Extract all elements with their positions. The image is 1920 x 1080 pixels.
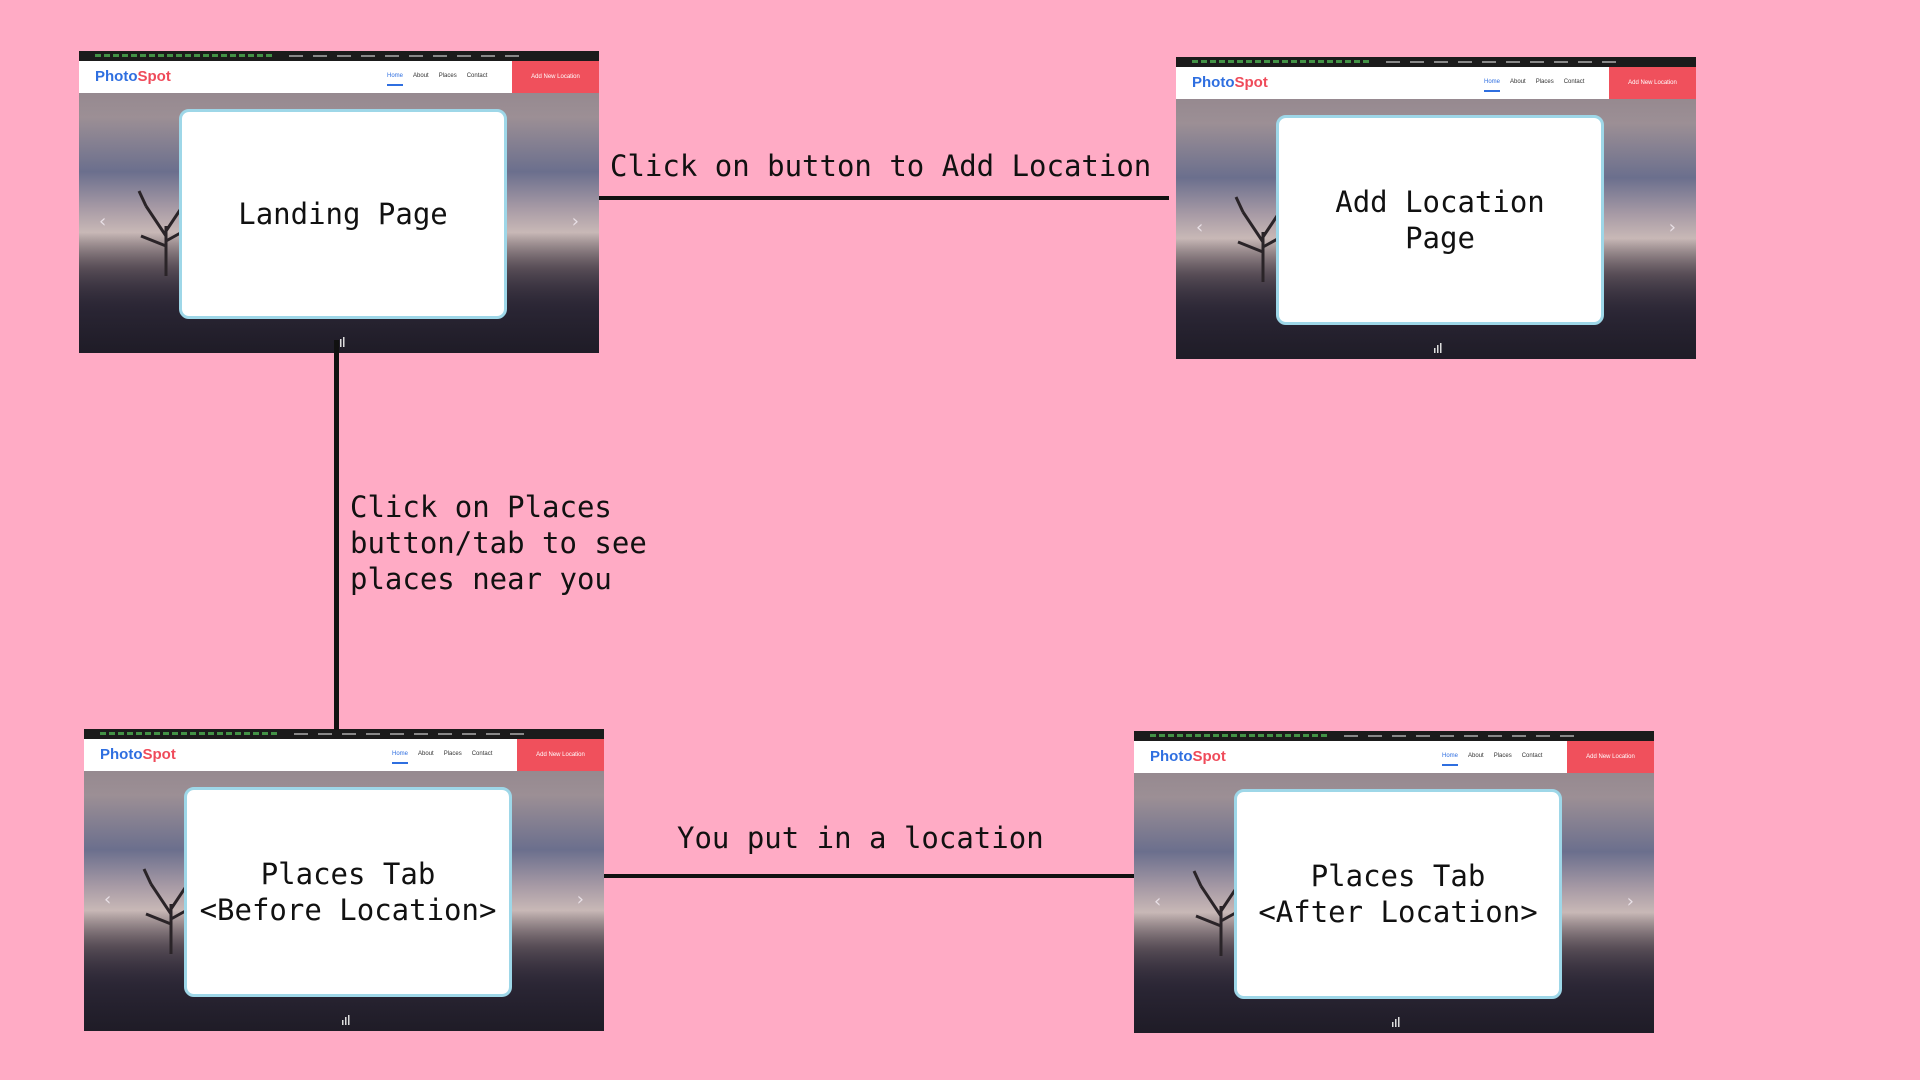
add-new-location-button[interactable]: Add New Location: [517, 739, 604, 771]
places-after-screenshot: PhotoSpot Home About Places Contact Add …: [1134, 731, 1654, 1033]
add-location-screenshot: PhotoSpot Home About Places Contact Add …: [1176, 57, 1696, 359]
carousel-indicator-icon: [1392, 1017, 1400, 1027]
edge-label-places: Click on Places button/tab to see places…: [350, 490, 647, 596]
node-add-location-page: Add Location Page: [1276, 115, 1604, 325]
carousel-next-icon[interactable]: ›: [576, 889, 584, 910]
places-before-screenshot: PhotoSpot Home About Places Contact Add …: [84, 729, 604, 1031]
nav-about[interactable]: About: [1510, 79, 1526, 85]
nav-home[interactable]: Home: [1442, 753, 1459, 766]
carousel-prev-icon[interactable]: ‹: [1196, 217, 1204, 238]
node-places-before: Places Tab <Before Location>: [184, 787, 512, 997]
add-new-location-button[interactable]: Add New Location: [1609, 67, 1696, 99]
nav-places[interactable]: Places: [1535, 79, 1554, 85]
carousel-prev-icon[interactable]: ‹: [1154, 891, 1162, 912]
add-new-location-button[interactable]: Add New Location: [512, 61, 599, 93]
carousel-prev-icon[interactable]: ‹: [104, 889, 112, 910]
browser-bar: [1134, 731, 1654, 741]
nav-links: Home About Places Contact: [1484, 79, 1584, 92]
photospot-logo[interactable]: PhotoSpot: [95, 68, 171, 85]
carousel-next-icon[interactable]: ›: [571, 211, 579, 232]
site-navbar: PhotoSpot Home About Places Contact Add …: [79, 61, 599, 93]
nav-contact[interactable]: Contact: [466, 73, 488, 79]
browser-bar: [1176, 57, 1696, 67]
connector-before-to-after: [604, 874, 1134, 878]
nav-places[interactable]: Places: [438, 73, 457, 79]
nav-contact[interactable]: Contact: [1521, 753, 1543, 759]
nav-places[interactable]: Places: [1493, 753, 1512, 759]
carousel-indicator-icon: [1434, 343, 1442, 353]
photospot-logo[interactable]: PhotoSpot: [1150, 748, 1226, 765]
add-new-location-button[interactable]: Add New Location: [1567, 741, 1654, 773]
photospot-logo[interactable]: PhotoSpot: [1192, 74, 1268, 91]
carousel-indicator-icon: [342, 1015, 350, 1025]
landing-page-screenshot: PhotoSpot Home About Places Contact Add …: [79, 51, 599, 353]
edge-label-put-location: You put in a location: [677, 821, 1044, 855]
connector-landing-to-places: [334, 340, 339, 730]
site-navbar: PhotoSpot Home About Places Contact Add …: [84, 739, 604, 771]
site-navbar: PhotoSpot Home About Places Contact Add …: [1134, 741, 1654, 773]
node-places-after: Places Tab <After Location>: [1234, 789, 1562, 999]
nav-home[interactable]: Home: [1484, 79, 1501, 92]
nav-links: Home About Places Contact: [1442, 753, 1542, 766]
nav-contact[interactable]: Contact: [1563, 79, 1585, 85]
site-navbar: PhotoSpot Home About Places Contact Add …: [1176, 67, 1696, 99]
edge-label-add-location: Click on button to Add Location: [610, 149, 1152, 183]
nav-about[interactable]: About: [418, 751, 434, 757]
nav-places[interactable]: Places: [443, 751, 462, 757]
carousel-prev-icon[interactable]: ‹: [99, 211, 107, 232]
nav-links: Home About Places Contact: [392, 751, 492, 764]
nav-home[interactable]: Home: [392, 751, 409, 764]
connector-landing-to-add: [599, 196, 1169, 200]
nav-links: Home About Places Contact: [387, 73, 487, 86]
nav-contact[interactable]: Contact: [471, 751, 493, 757]
nav-about[interactable]: About: [413, 73, 429, 79]
carousel-next-icon[interactable]: ›: [1626, 891, 1634, 912]
browser-bar: [84, 729, 604, 739]
carousel-next-icon[interactable]: ›: [1668, 217, 1676, 238]
node-landing-page: Landing Page: [179, 109, 507, 319]
nav-about[interactable]: About: [1468, 753, 1484, 759]
browser-bar: [79, 51, 599, 61]
nav-home[interactable]: Home: [387, 73, 404, 86]
photospot-logo[interactable]: PhotoSpot: [100, 746, 176, 763]
